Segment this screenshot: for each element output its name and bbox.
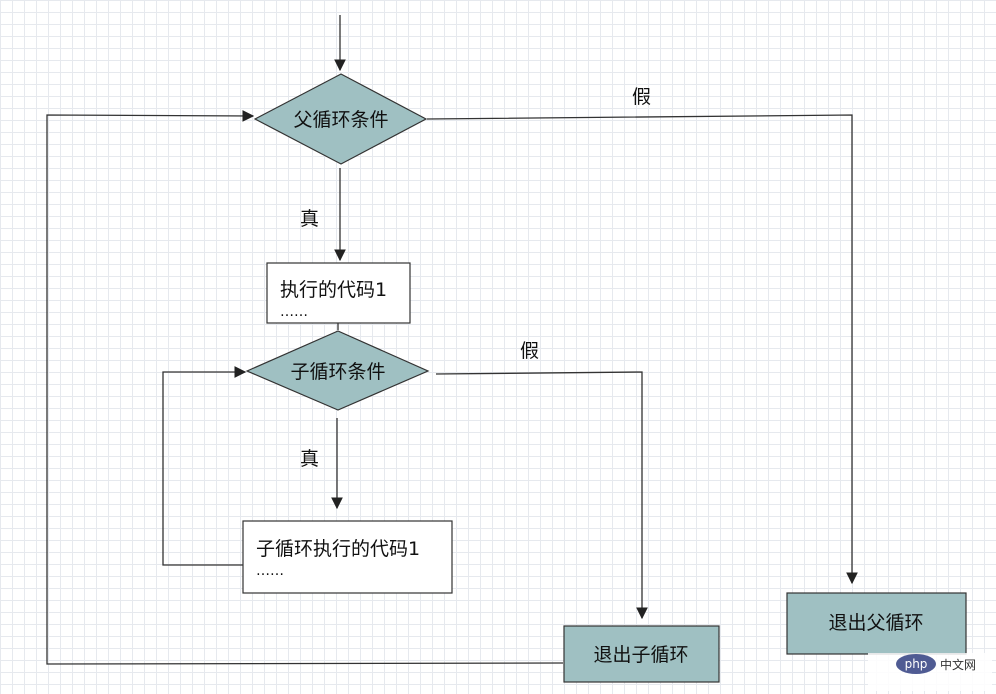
edge-label-parent-true: 真 <box>300 208 319 230</box>
watermark-site-text: 中文网 <box>940 657 976 672</box>
exit-parent-label: 退出父循环 <box>828 612 923 634</box>
child-body-line1: 子循环执行的代码1 <box>256 538 420 560</box>
child-condition-label: 子循环条件 <box>290 361 385 383</box>
php-watermark: php 中文网 <box>868 653 992 691</box>
parent-condition-label: 父循环条件 <box>293 109 388 131</box>
edge-child-false <box>435 371 648 620</box>
edges <box>46 15 858 665</box>
edge-label-child-true: 真 <box>300 448 319 470</box>
edge-parent-false <box>426 114 858 585</box>
parent-condition-node: 父循环条件 <box>253 73 428 165</box>
child-body-line2: …… <box>256 563 284 579</box>
php-logo-text: php <box>905 657 928 671</box>
parent-body-node: 执行的代码1 …… <box>266 262 411 324</box>
edge-parent-loop <box>46 110 564 665</box>
edge-child-loop <box>162 366 247 566</box>
exit-child-label: 退出子循环 <box>593 644 688 666</box>
exit-child-node: 退出子循环 <box>563 625 720 683</box>
edge-label-child-false: 假 <box>520 340 539 362</box>
php-logo-icon <box>896 654 936 674</box>
exit-parent-node: 退出父循环 <box>786 592 967 655</box>
edge-label-parent-false: 假 <box>632 86 651 108</box>
parent-body-line1: 执行的代码1 <box>280 279 387 301</box>
child-condition-node: 子循环条件 <box>245 330 430 411</box>
parent-body-line2: …… <box>280 304 308 320</box>
child-body-node: 子循环执行的代码1 …… <box>242 520 453 594</box>
